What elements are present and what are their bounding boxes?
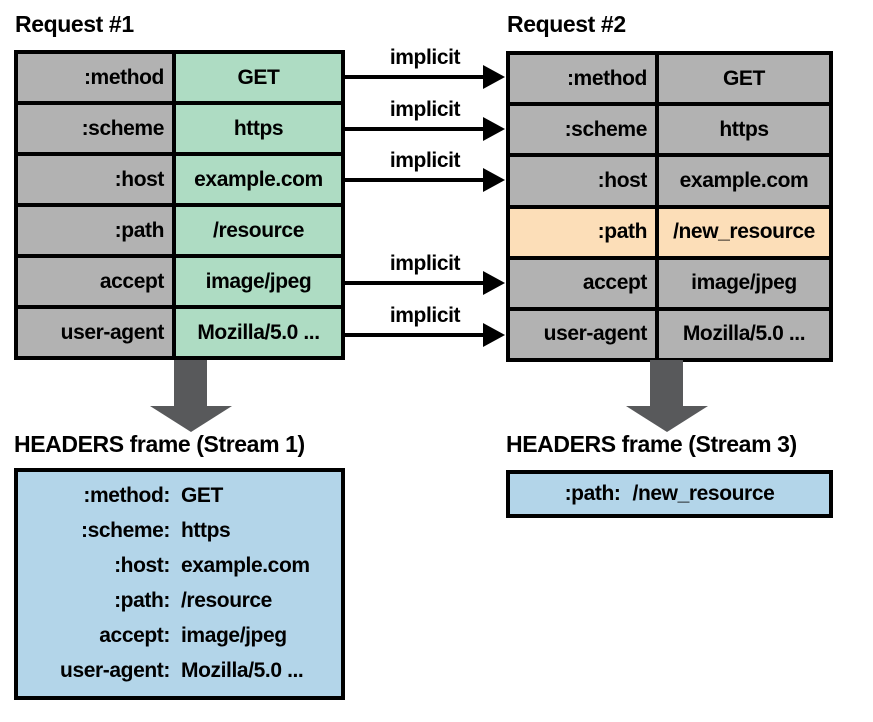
down-arrow-icon: [650, 360, 683, 406]
arrow-label: implicit: [389, 98, 461, 121]
header-value-cell: example.com: [176, 156, 341, 203]
frame-line-key: :method:: [83, 484, 170, 507]
arrow-line-icon: [345, 75, 485, 79]
header-value-cell: Mozilla/5.0 ...: [176, 309, 341, 356]
arrow-label: implicit: [389, 304, 461, 327]
header-name-cell: :path: [510, 208, 655, 256]
header-name-cell: user-agent: [18, 309, 172, 356]
frame-line-value: /new_resource: [632, 482, 775, 505]
arrow-line-icon: [345, 127, 485, 131]
frame-line-value: GET: [181, 484, 223, 507]
header-name-cell: accept: [510, 259, 655, 307]
frame-line: :method: GET: [18, 478, 341, 513]
down-arrow-head-icon: [150, 406, 232, 432]
frame-line-value: https: [181, 519, 231, 542]
frame-line-key: :scheme:: [80, 519, 170, 542]
header-name-cell: :path: [18, 207, 172, 254]
header-value-cell: image/jpeg: [659, 259, 829, 307]
header-value-cell: example.com: [659, 157, 829, 205]
header-value-cell: image/jpeg: [176, 258, 341, 305]
frame-line-value: /resource: [181, 589, 272, 612]
request2-table: :method GET :scheme https :host example.…: [506, 51, 833, 362]
arrow-label: implicit: [389, 149, 461, 172]
frame-line-key: :host:: [114, 554, 170, 577]
frame-line: :path: /resource: [18, 583, 341, 618]
down-arrow-icon: [174, 360, 207, 406]
frame-line-key: user-agent:: [60, 659, 170, 682]
frame-line-value: example.com: [181, 554, 310, 577]
header-value-cell: /resource: [176, 207, 341, 254]
header-name-cell: :method: [18, 54, 172, 101]
frame-line: accept: image/jpeg: [18, 618, 341, 653]
header-value-cell: https: [176, 105, 341, 152]
header-name-cell: user-agent: [510, 310, 655, 358]
header-value-cell: /new_resource: [659, 208, 829, 256]
frame3-box: :path: /new_resource: [506, 470, 833, 518]
frame-line: user-agent: Mozilla/5.0 ...: [18, 653, 341, 688]
frame-line-value: image/jpeg: [181, 624, 287, 647]
frame-line: :host: example.com: [18, 548, 341, 583]
arrow-line-icon: [345, 281, 485, 285]
arrow-line-icon: [345, 333, 485, 337]
header-value-cell: GET: [659, 55, 829, 103]
frame-line-value: Mozilla/5.0 ...: [181, 659, 304, 682]
request1-title: Request #1: [15, 11, 134, 37]
arrow-head-icon: [483, 65, 505, 89]
header-name-cell: :scheme: [18, 105, 172, 152]
request2-title: Request #2: [507, 11, 626, 37]
header-name-cell: accept: [18, 258, 172, 305]
frame1-box: :method: GET :scheme: https :host: examp…: [14, 468, 345, 700]
frame-line-key: accept:: [99, 624, 170, 647]
arrow-line-icon: [345, 178, 485, 182]
frame1-title: HEADERS frame (Stream 1): [14, 431, 305, 457]
header-name-cell: :host: [510, 157, 655, 205]
frame-line-key: :path:: [564, 482, 621, 505]
arrow-head-icon: [483, 117, 505, 141]
arrow-head-icon: [483, 168, 505, 192]
header-value-cell: Mozilla/5.0 ...: [659, 310, 829, 358]
request1-table: :method GET :scheme https :host example.…: [14, 50, 345, 360]
arrow-head-icon: [483, 271, 505, 295]
frame-line-key: :path:: [114, 589, 170, 612]
arrow-head-icon: [483, 323, 505, 347]
header-value-cell: GET: [176, 54, 341, 101]
header-name-cell: :host: [18, 156, 172, 203]
header-name-cell: :method: [510, 55, 655, 103]
arrow-label: implicit: [389, 46, 461, 69]
header-value-cell: https: [659, 106, 829, 154]
header-name-cell: :scheme: [510, 106, 655, 154]
frame3-title: HEADERS frame (Stream 3): [506, 431, 797, 457]
arrow-label: implicit: [389, 252, 461, 275]
frame-line: :path: /new_resource: [565, 482, 775, 506]
frame-line: :scheme: https: [18, 513, 341, 548]
down-arrow-head-icon: [626, 406, 708, 432]
